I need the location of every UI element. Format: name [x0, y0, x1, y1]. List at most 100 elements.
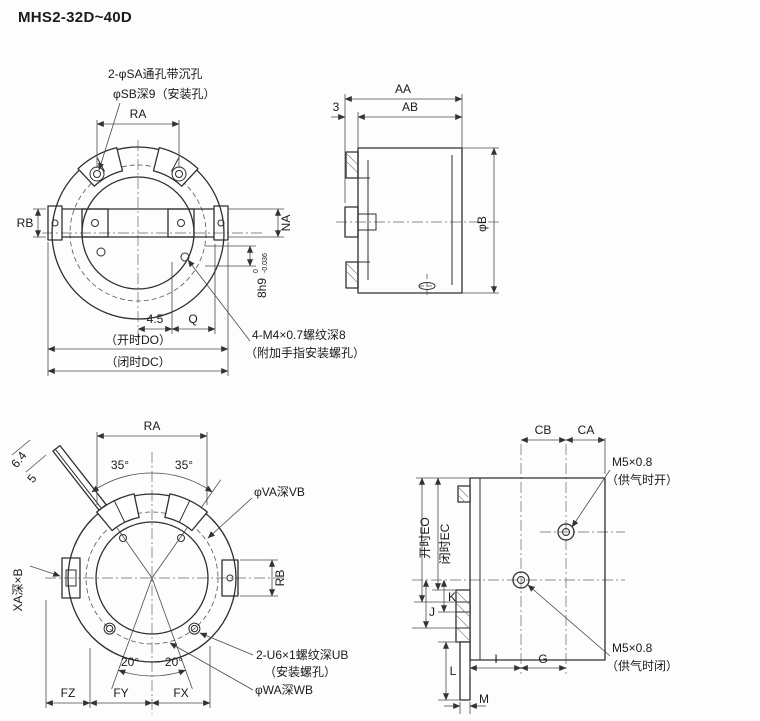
dim-label-fy: FY: [113, 686, 128, 700]
angle-label-35-left: 35°: [111, 458, 129, 472]
dim-label-m: M: [479, 692, 489, 706]
dim-label-na: NA: [279, 215, 293, 232]
dim-label-5: 5: [24, 471, 39, 485]
dim-label-64: 6.4: [8, 448, 30, 470]
rail-end-caps: [47, 205, 229, 241]
dim-label-8h9: 8h9 0 -0.036: [253, 253, 269, 298]
u6-thread-hole-minor: [105, 624, 114, 633]
dim-label-3: 3: [333, 100, 340, 114]
note-sa: 2-φSA通孔带沉孔: [108, 67, 202, 81]
body-outline: [469, 477, 606, 661]
thread-holes: [103, 534, 201, 635]
dim-label-j: J: [429, 605, 435, 619]
finger-extension: [459, 641, 471, 701]
small-hole: [177, 534, 185, 542]
angle-reference-lines: [82, 479, 222, 690]
note-m5-top-line2: （供气时开）: [606, 472, 678, 487]
inner-bore-circle: [95, 521, 209, 635]
cap-hole: [51, 219, 59, 227]
dim-label-dc: （闭时DC）: [105, 355, 170, 369]
angle-label-20-left: 20°: [121, 655, 139, 669]
note-m5-bottom-line1: M5×0.8: [612, 641, 653, 655]
tab-slot: [65, 569, 77, 587]
extension-lines: [412, 438, 606, 714]
block-hole: [177, 219, 185, 227]
dim-label-ra: RA: [144, 419, 161, 433]
dim-label-q: Q: [188, 312, 197, 326]
port-open: [557, 523, 575, 541]
port-center-lines: [412, 444, 625, 674]
leader-m4-hole: [187, 259, 251, 342]
finger-slot-lines: [113, 500, 191, 523]
small-hole: [119, 534, 127, 542]
leader-u6: [199, 632, 254, 656]
extension-lines: [11, 432, 278, 708]
dim-label-i: I: [494, 652, 497, 666]
angle-label-20-right: 20°: [165, 655, 183, 669]
body-outline: [357, 147, 463, 294]
dim-label-fx: FX: [173, 686, 188, 700]
leader-port-open: [571, 469, 611, 528]
finger-and-rail-profile: [344, 151, 359, 289]
center-lines: [45, 452, 285, 714]
dim-label-phib: φB: [475, 216, 489, 232]
dim-label-rb: RB: [17, 216, 34, 230]
hatch-lines: [346, 153, 358, 283]
finger-segment-right: [152, 146, 199, 187]
note-va: φVA深VB: [254, 485, 305, 499]
bolt-circle: [69, 164, 207, 302]
dim-label-aa: AA: [395, 82, 411, 96]
u6-thread-hole-minor: [190, 624, 199, 633]
dim-label-45: 4.5: [147, 312, 164, 326]
bolt-circle: [85, 511, 219, 645]
note-m5-bottom-line2: （供气时闭）: [606, 658, 678, 673]
front-view-top: 2-φSA通孔带沉孔 φSB深9（安装孔） RA RB NA 8h9 0 -0.…: [17, 67, 365, 376]
angled-arm: [52, 444, 107, 511]
tolerance-upper: 0: [253, 269, 260, 273]
dim-label-ec: 闭时EC: [438, 523, 452, 564]
u6-thread-hole: [103, 622, 116, 635]
port-close: [512, 571, 530, 589]
leader-va: [207, 497, 253, 539]
outer-body-circle: [67, 493, 237, 663]
side-view-top: AA AB 3 φB: [331, 82, 500, 298]
side-view-bottom: CB CA M5×0.8 （供气时开） 开时EO 闭时EC J K L M I …: [412, 423, 678, 714]
tolerance-lower: -0.036: [262, 253, 269, 273]
finger-blocks: [81, 208, 195, 238]
dim-label-rb: RB: [273, 570, 287, 587]
note-m4-line2: （附加手指安装螺孔）: [245, 345, 365, 360]
through-hole: [93, 170, 101, 178]
note-wa: φWA深WB: [255, 683, 313, 697]
hatch-lines: [456, 487, 470, 641]
cap-hole: [217, 219, 225, 227]
dim-label-k: K: [448, 590, 456, 604]
dim-label-ra: RA: [130, 107, 147, 121]
note-m4-line1: 4-M4×0.7螺纹深8: [252, 328, 346, 342]
extension-lines: [344, 94, 499, 294]
m4-thread-hole: [96, 247, 106, 257]
dim-label-ab: AB: [402, 100, 418, 114]
block-hole: [91, 219, 99, 227]
leader-xa: [29, 565, 61, 577]
port-open-minor: [562, 528, 570, 536]
mounting-holes: [51, 166, 225, 262]
note-u6-line2: （安装螺孔）: [264, 664, 336, 679]
m4-thread-hole: [180, 252, 190, 262]
angle-label-35-right: 35°: [175, 458, 193, 472]
port-center-marks: [419, 274, 435, 298]
outer-body-circle: [51, 146, 225, 320]
dim-label-eo: 开时EO: [418, 517, 432, 558]
note-sb: φSB深9（安装孔）: [113, 86, 215, 101]
tolerance-main: 8h9: [255, 278, 269, 298]
center-lines: [42, 140, 262, 340]
drawing-title: MHS2-32D~40D: [18, 9, 132, 26]
front-view-bottom: RA 6.4 5 35° 35° φVA深VB RB XA深×B 20° 20°…: [8, 419, 348, 714]
leader-wa: [169, 642, 254, 691]
dim-label-cb: CB: [535, 423, 552, 437]
port-close-minor: [517, 576, 525, 584]
dim-label-do: （开时DO）: [105, 333, 171, 347]
note-m5-top-line1: M5×0.8: [612, 455, 653, 469]
dim-arc-20: [118, 669, 186, 677]
